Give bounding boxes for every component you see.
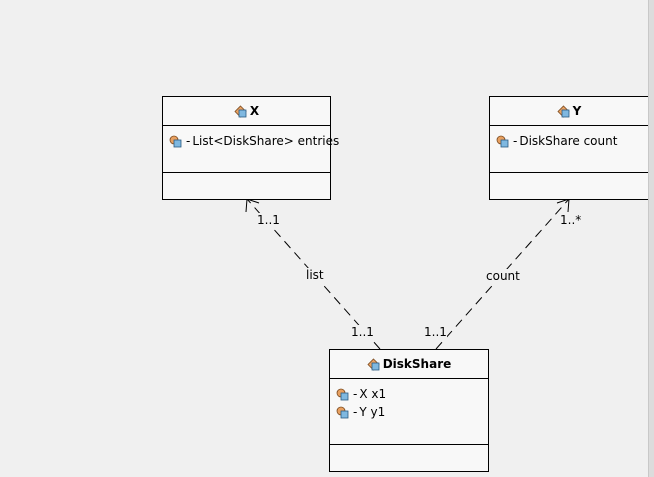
class-diskshare[interactable]: DiskShare - X x1 - Y y1 <box>329 349 489 472</box>
class-x-attributes: - List<DiskShare> entries <box>163 126 339 173</box>
class-diskshare-name: DiskShare <box>382 357 452 371</box>
attribute-row[interactable]: - List<DiskShare> entries <box>169 132 339 150</box>
canvas-edge <box>648 0 654 477</box>
attribute-text: List<DiskShare> entries <box>192 134 340 148</box>
association-count-line[interactable] <box>435 198 570 350</box>
attribute-row[interactable]: - Y y1 <box>336 403 488 421</box>
attribute-text: DiskShare count <box>519 134 618 148</box>
attribute-text: X x1 <box>359 387 387 401</box>
class-icon <box>367 357 380 371</box>
attribute-row[interactable]: - X x1 <box>336 385 488 403</box>
association-count-target-multiplicity: 1..* <box>560 213 582 227</box>
association-list-target-multiplicity: 1..1 <box>257 213 280 227</box>
association-list-label[interactable]: list <box>306 268 324 282</box>
attribute-row[interactable]: - DiskShare count <box>496 132 648 150</box>
class-icon <box>557 104 570 118</box>
field-icon <box>336 388 349 400</box>
association-count-label[interactable]: count <box>486 269 520 283</box>
class-diskshare-header[interactable]: DiskShare <box>330 350 488 379</box>
class-x-header[interactable]: X <box>163 97 330 126</box>
attribute-visibility: - <box>513 134 518 148</box>
class-icon <box>234 104 247 118</box>
class-y-attributes: - DiskShare count <box>490 126 648 173</box>
field-icon <box>169 135 182 147</box>
association-list-source-multiplicity: 1..1 <box>351 325 374 339</box>
class-y[interactable]: Y - DiskShare count <box>489 96 649 200</box>
field-icon <box>496 135 509 147</box>
class-x[interactable]: X - List<DiskShare> entries <box>162 96 339 200</box>
attribute-visibility: - <box>353 387 358 401</box>
attribute-text: Y y1 <box>359 405 386 419</box>
class-x-name: X <box>249 104 260 118</box>
attribute-visibility: - <box>353 405 358 419</box>
association-count-source-multiplicity: 1..1 <box>424 325 447 339</box>
field-icon <box>336 406 349 418</box>
class-y-header[interactable]: Y <box>490 97 648 126</box>
class-diskshare-attributes: - X x1 - Y y1 <box>330 379 488 445</box>
attribute-visibility: - <box>186 134 191 148</box>
class-y-name: Y <box>572 104 582 118</box>
